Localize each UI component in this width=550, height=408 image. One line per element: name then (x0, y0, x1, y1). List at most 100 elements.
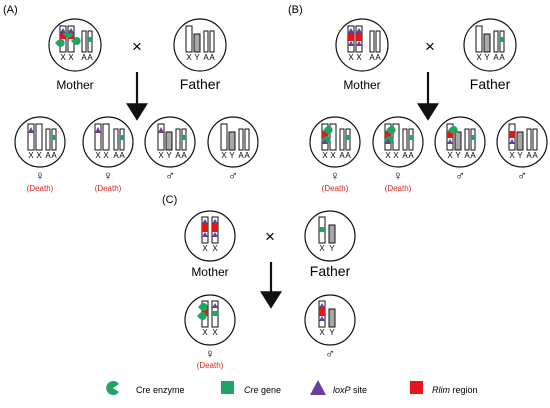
loxp-site-icon (95, 127, 101, 133)
father-label: Father (470, 76, 511, 92)
legend-item-rlim-region: Rlim region (410, 381, 478, 395)
cre-gene-icon (88, 37, 92, 42)
loxp-site-icon (60, 28, 66, 33)
cre-gene-icon (120, 135, 124, 140)
y-chromosome (516, 131, 524, 151)
chrom-label: X (103, 151, 109, 160)
autosome (238, 128, 244, 151)
y-chromosome (228, 131, 236, 151)
panel-a-mother: X X A A Mother (48, 18, 102, 92)
cross-symbol: × (265, 227, 275, 246)
chrom-label: A (238, 151, 244, 160)
father-label: Father (180, 76, 221, 92)
y-chromosome (483, 33, 491, 53)
chrom-label: X (186, 53, 192, 62)
panel-b-father: X Y A A Father (463, 18, 517, 92)
death-note: (Death) (322, 184, 349, 193)
autosome (45, 128, 51, 151)
chrom-label: X (319, 244, 325, 253)
loxp-site-icon (319, 316, 325, 321)
loxp-site-icon (212, 303, 218, 308)
panel-b-mother: X X A A Mother (335, 18, 389, 92)
legend-item-cre-enzyme: Cre enzyme (106, 380, 185, 395)
autosome (526, 128, 532, 151)
loxp-site-icon (322, 139, 328, 144)
chrom-label: A (408, 151, 414, 160)
offspring-cell (372, 116, 424, 168)
panel-b-offspring-4: X Y A A ♂ (496, 116, 548, 183)
panel-b-offspring-2: X X A A ♀ (Death) (372, 116, 424, 193)
loxp-site-icon (447, 139, 453, 144)
legend: Cre enzyme Cre gene loxP site Rlim regio… (106, 380, 478, 395)
autosome (464, 128, 470, 151)
cre-gene-icon (182, 135, 186, 140)
mother-label: Mother (343, 78, 380, 92)
chrom-label: X (212, 328, 218, 337)
cre-enzyme-icon (55, 39, 65, 47)
chrom-label: Y (517, 151, 523, 160)
autosome (493, 30, 499, 53)
cre-gene-icon (500, 37, 504, 42)
chrom-label: A (402, 151, 408, 160)
loxp-site-icon (212, 232, 218, 237)
father-cell (463, 18, 517, 72)
chrom-label: X (348, 53, 354, 62)
offspring-cell (309, 116, 361, 168)
loxp-site-icon (509, 139, 515, 144)
rlim-region-icon (60, 33, 66, 39)
legend-label-italic: loxP (333, 385, 351, 395)
chrom-label: Y (455, 151, 461, 160)
chrom-label: A (203, 53, 209, 62)
chrom-label: X (158, 151, 164, 160)
chrom-label: A (181, 151, 187, 160)
loxp-site-icon (28, 127, 34, 133)
chrom-label: A (375, 53, 381, 62)
rlim-region-icon (447, 131, 453, 138)
offspring-cell (184, 294, 236, 346)
loxp-site-icon (348, 28, 354, 33)
cre-enzyme-icon (71, 37, 81, 45)
cre-gene-icon (212, 311, 218, 316)
rlim-region-icon (202, 224, 208, 232)
panel-b-label: (B) (288, 4, 303, 16)
cre-gene-icon (471, 135, 475, 140)
chrom-label: X (476, 53, 482, 62)
panel-a-father: X Y A A Father (173, 18, 227, 92)
legend-label-suffix: gene (259, 385, 282, 395)
legend-item-cre-gene: Cre gene (221, 381, 281, 395)
cre-gene-icon (319, 227, 325, 232)
panel-a-offspring-2: X X A A ♀ (Death) (82, 116, 134, 193)
legend-item-loxp-site: loxP site (310, 380, 367, 395)
chrom-label: A (87, 53, 93, 62)
cre-gene-icon (346, 135, 350, 140)
y-chromosome (454, 131, 462, 151)
death-note: (Death) (95, 184, 122, 193)
chrom-label: A (175, 151, 181, 160)
mother-cell (48, 18, 102, 72)
chrom-label: X (221, 151, 227, 160)
x-chromosome (185, 25, 193, 53)
panel-c-offspring-2: X Y ♂ (304, 294, 356, 361)
y-chromosome (328, 308, 336, 328)
chrom-label: A (113, 151, 119, 160)
chrom-label: X (385, 151, 391, 160)
cre-gene-icon (409, 135, 413, 140)
x-chromosome (475, 25, 483, 53)
panel-c-offspring-1: X X ♀ (Death) (184, 294, 236, 370)
chrom-label: A (119, 151, 125, 160)
offspring-cell (434, 116, 486, 168)
chrom-label: A (369, 53, 375, 62)
rlim-region-icon (410, 381, 423, 394)
rlim-region-icon (348, 33, 354, 41)
rlim-region-icon (212, 224, 218, 232)
chrom-label: Y (329, 244, 335, 253)
chrom-label: Y (194, 53, 200, 62)
chrom-label: Y (229, 151, 235, 160)
sex-symbol: ♂ (325, 346, 335, 361)
sex-symbol: ♀ (35, 168, 45, 183)
legend-label: loxP site (333, 385, 367, 395)
chrom-label: Y (484, 53, 490, 62)
chrom-label: X (330, 151, 336, 160)
autosome (81, 30, 87, 53)
chrom-label: Y (166, 151, 172, 160)
